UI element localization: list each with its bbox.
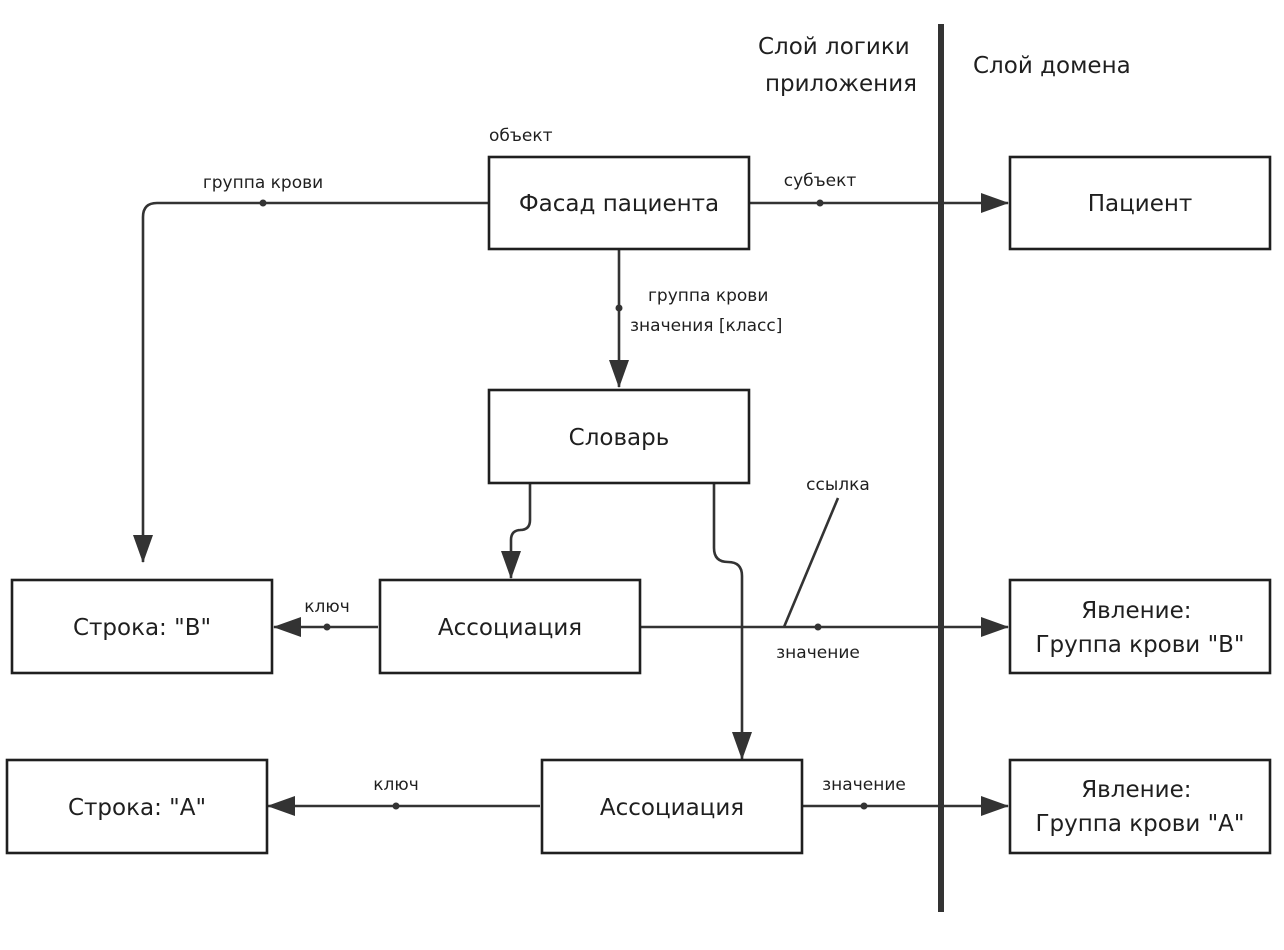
node-label: Строка: "A": [68, 795, 206, 821]
edge-label-blood-group-values: группа крови значения [класс]: [630, 286, 782, 336]
node-label: Строка: "B": [73, 615, 211, 641]
node-label: Явление: Группа крови "B": [1035, 598, 1244, 658]
node-stereotype-object: объект: [489, 126, 553, 146]
node-label: Явление: Группа крови "A": [1036, 777, 1245, 837]
node-label: Фасад пациента: [519, 191, 719, 217]
edge-dictionary-to-association-b: [501, 484, 532, 579]
layer-domain-title: Слой домена: [973, 53, 1131, 79]
node-box: [378, 578, 642, 675]
node-association-b: Ассоциация: [378, 578, 642, 675]
annotation-reference: ссылка: [806, 475, 870, 495]
edge-midpoint-dot: [259, 199, 267, 207]
node-label: Пациент: [1088, 191, 1193, 217]
edge-label-subject: субъект: [784, 171, 857, 191]
node-patient-facade: объект Фасад пациента: [487, 126, 751, 251]
node-box: [10, 578, 274, 675]
node-label: Словарь: [569, 425, 670, 451]
edge-label-blood-group: группа крови: [203, 173, 323, 193]
edge-midpoint-dot: [860, 802, 868, 810]
edge-midpoint-dot: [615, 304, 623, 312]
node-phenomenon-a: Явление: Группа крови "A": [1008, 758, 1272, 855]
node-box: [540, 758, 804, 855]
node-box: [487, 388, 751, 485]
node-box: [1008, 758, 1272, 855]
node-label: Ассоциация: [438, 615, 582, 641]
edge-label-value-a: значение: [822, 775, 906, 795]
node-string-b: Строка: "B": [10, 578, 274, 675]
edge-midpoint-dot: [814, 623, 822, 631]
node-patient: Пациент: [1008, 155, 1272, 251]
node-box: [5, 758, 269, 855]
node-box: [487, 155, 751, 251]
node-label: Ассоциация: [600, 795, 744, 821]
node-box: [1008, 578, 1272, 675]
edge-label-key-a: ключ: [373, 775, 419, 795]
node-dictionary: Словарь: [487, 388, 751, 485]
edge-midpoint-dot: [323, 623, 331, 631]
layer-app-logic-title: Слой логики приложения: [758, 34, 917, 97]
edge-label-key-b: ключ: [304, 597, 350, 617]
node-phenomenon-b: Явление: Группа крови "B": [1008, 578, 1272, 675]
node-string-a: Строка: "A": [5, 758, 269, 855]
edge-facade-to-string-b: [133, 201, 488, 563]
edge-midpoint-dot: [392, 802, 400, 810]
edge-midpoint-dot: [816, 199, 824, 207]
node-association-a: Ассоциация: [540, 758, 804, 855]
reference-annotation-line: [782, 497, 840, 628]
edge-dictionary-to-association-a: [712, 484, 752, 760]
edge-label-value-b: значение: [776, 643, 860, 663]
node-box: [1008, 155, 1272, 251]
